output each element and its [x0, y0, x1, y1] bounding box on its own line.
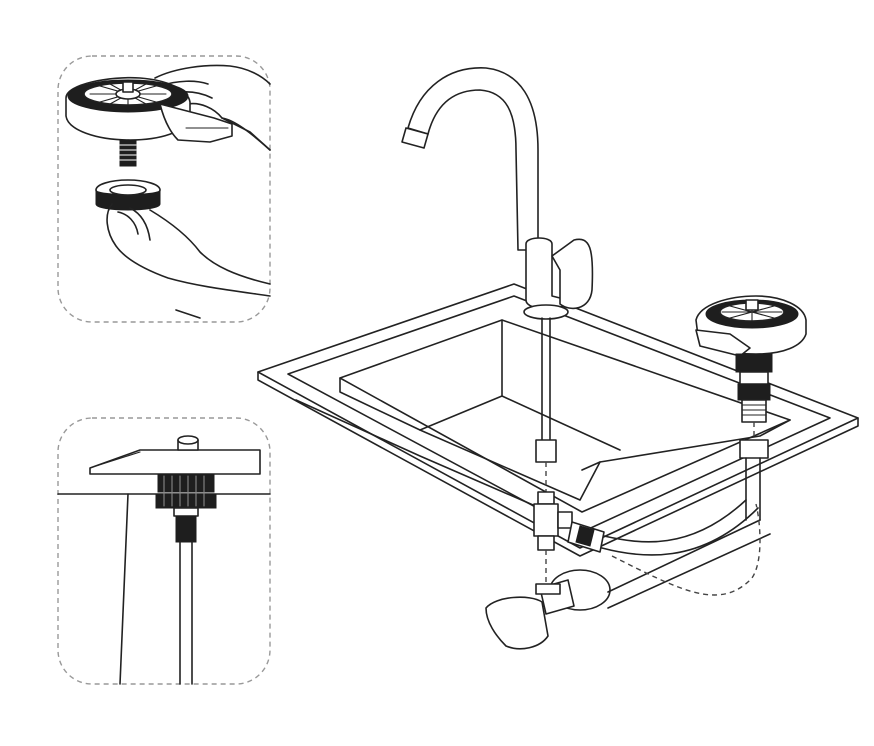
detail-panel-bottom-border: [57, 417, 271, 685]
rinser-hose-route-guide: [611, 503, 761, 596]
supply-hose: [179, 541, 193, 685]
nut-knurling: [163, 475, 205, 507]
upper-hand-wrist: [221, 117, 271, 151]
rinser-hose-vertical: [745, 457, 761, 521]
rinser-profile: [89, 449, 261, 475]
glass-rinser: [695, 295, 807, 521]
faucet-handle: [551, 238, 594, 310]
faucet-aerator: [401, 127, 429, 149]
faucet-deck-ring: [523, 304, 569, 320]
lower-hand-wrist: [175, 309, 201, 319]
upper-hand-outline: [154, 64, 271, 85]
faucet: [401, 67, 594, 320]
sink-assembly: [257, 283, 859, 557]
sink-inner-lip: [287, 295, 831, 533]
hose-collar: [173, 507, 199, 517]
rinser-hose-connector-nut: [575, 525, 595, 547]
sink-rim-thickness: [257, 371, 859, 557]
detail-panel-bottom: [57, 417, 271, 685]
rinser-supply-hose: [601, 499, 759, 556]
angle-valve: [485, 569, 611, 650]
rinser-profile-edge: [95, 451, 141, 467]
rinser-washer: [739, 371, 769, 385]
rinser-lock-nut: [737, 383, 771, 401]
rinser-mount-nut: [735, 353, 773, 373]
cabinet-edge: [119, 493, 129, 685]
detail-panel-top: [57, 55, 271, 323]
lower-hand-fingers: [117, 207, 271, 285]
mount-nut-upper: [157, 473, 215, 493]
faucet-hose-nut: [535, 439, 557, 463]
lower-hand-outline: [106, 203, 271, 297]
tee-fitting: [533, 491, 573, 551]
rinser-center-cap: [177, 435, 199, 445]
rinser-grate-spokes: [721, 302, 783, 322]
rinser-hose-nut: [739, 439, 769, 459]
sink-basin-floor: [419, 395, 621, 501]
stem-thread-lines: [119, 144, 137, 161]
rinser-head-detail: [65, 76, 233, 143]
rinser-shank-threads: [741, 404, 767, 416]
rinser-thread-stem: [119, 139, 137, 167]
mount-nut-lower: [155, 493, 217, 509]
faucet-spout: [407, 67, 539, 251]
hose-fitting: [175, 515, 197, 543]
base-nut-detail: [95, 179, 161, 211]
rinser-thread-shank: [741, 399, 767, 423]
wall-supply-pipe: [607, 519, 771, 609]
rinser-nozzle: [745, 299, 759, 311]
rinser-drain-lip: [695, 329, 751, 357]
